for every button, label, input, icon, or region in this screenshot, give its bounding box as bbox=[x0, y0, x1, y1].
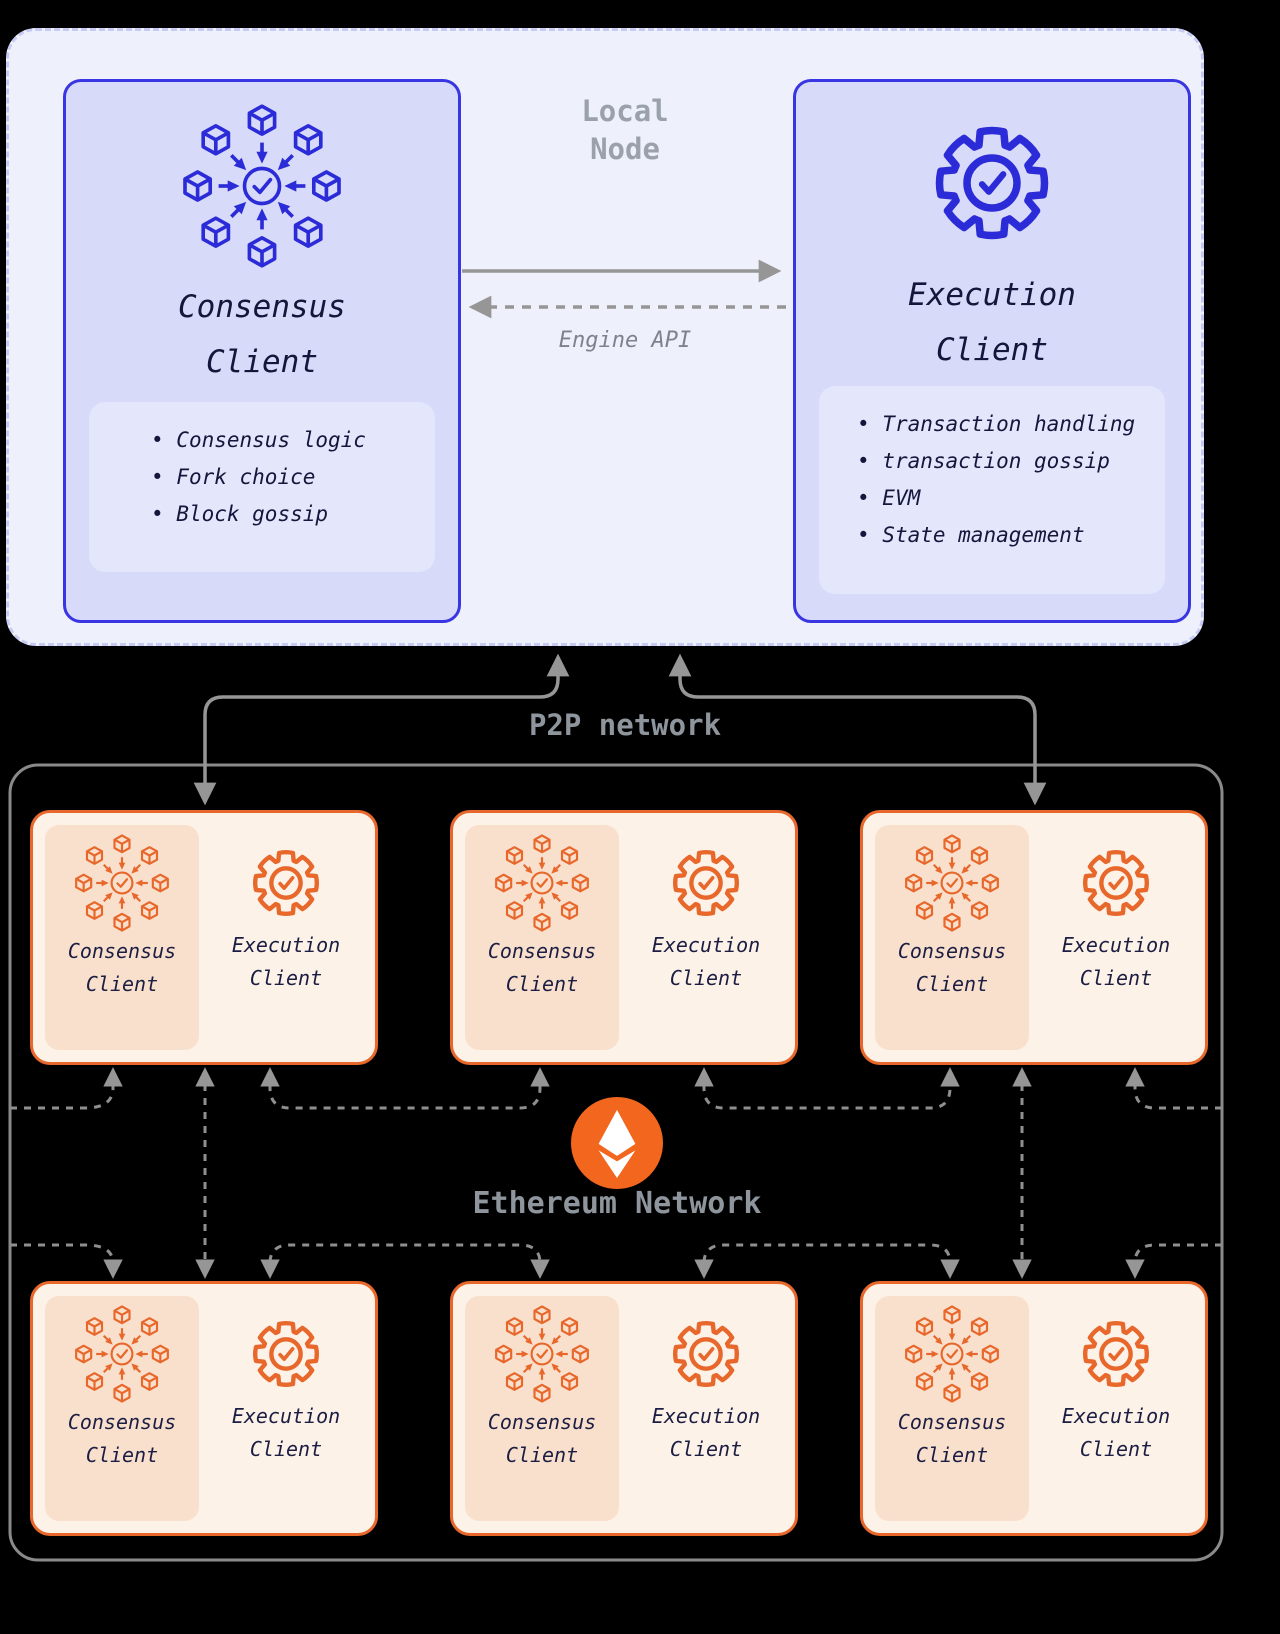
feature-item: Fork choice bbox=[151, 459, 435, 496]
peer-consensus-client: Consensus Client bbox=[45, 825, 199, 1050]
peer-execution-line1: Execution bbox=[651, 933, 761, 957]
consensus-client-box: Consensus Client Consensus logic Fork ch… bbox=[63, 79, 461, 623]
peer-execution-client: Execution Client bbox=[209, 1296, 363, 1521]
peer-consensus-label: Consensus Client bbox=[68, 935, 176, 1001]
p2p-network-label: P2P network bbox=[528, 708, 722, 742]
local-node-container: Consensus Client Consensus logic Fork ch… bbox=[6, 28, 1204, 646]
peer-consensus-line1: Consensus bbox=[67, 1410, 177, 1434]
feature-item: Consensus logic bbox=[151, 422, 435, 459]
peer-consensus-client: Consensus Client bbox=[875, 825, 1029, 1050]
peer-consensus-client: Consensus Client bbox=[465, 1296, 619, 1521]
execution-gear-icon bbox=[662, 839, 750, 927]
peer-consensus-client: Consensus Client bbox=[875, 1296, 1029, 1521]
consensus-network-icon bbox=[178, 102, 346, 270]
peer-execution-line1: Execution bbox=[651, 1404, 761, 1428]
feature-item: EVM bbox=[857, 480, 1165, 517]
execution-client-title: Execution Client bbox=[796, 268, 1188, 378]
peer-execution-client: Execution Client bbox=[1039, 1296, 1193, 1521]
peer-consensus-line2: Client bbox=[915, 1443, 989, 1467]
peer-consensus-client: Consensus Client bbox=[465, 825, 619, 1050]
peer-execution-line2: Client bbox=[669, 966, 743, 990]
peer-execution-line1: Execution bbox=[231, 1404, 341, 1428]
execution-title-line2: Client bbox=[936, 332, 1048, 368]
peer-node-6: Consensus Client Execution Client bbox=[860, 1281, 1208, 1536]
peer-consensus-label: Consensus Client bbox=[68, 1406, 176, 1472]
peer-execution-line1: Execution bbox=[1061, 933, 1171, 957]
peer-consensus-line2: Client bbox=[915, 972, 989, 996]
local-node-label-line1: Local bbox=[581, 94, 669, 128]
consensus-network-icon bbox=[72, 1304, 172, 1404]
ethereum-logo bbox=[571, 1097, 663, 1189]
peer-execution-label: Execution Client bbox=[652, 929, 760, 995]
consensus-title-line2: Client bbox=[206, 344, 318, 380]
consensus-network-icon bbox=[902, 1304, 1002, 1404]
peer-node-2: Consensus Client Execution Client bbox=[450, 810, 798, 1065]
peer-node-3: Consensus Client Execution Client bbox=[860, 810, 1208, 1065]
execution-feature-list: Transaction handling transaction gossip … bbox=[819, 406, 1165, 554]
execution-gear-icon bbox=[1072, 839, 1160, 927]
peer-execution-line2: Client bbox=[1079, 1437, 1153, 1461]
peer-execution-client: Execution Client bbox=[629, 825, 783, 1050]
peer-consensus-line1: Consensus bbox=[897, 1410, 1007, 1434]
execution-gear-icon bbox=[917, 108, 1067, 258]
consensus-client-title: Consensus Client bbox=[66, 280, 458, 390]
consensus-title-line1: Consensus bbox=[178, 289, 346, 325]
peer-consensus-line1: Consensus bbox=[67, 939, 177, 963]
peer-consensus-client: Consensus Client bbox=[45, 1296, 199, 1521]
feature-item: State management bbox=[857, 517, 1165, 554]
peer-execution-label: Execution Client bbox=[1062, 929, 1170, 995]
peer-consensus-line2: Client bbox=[505, 972, 579, 996]
consensus-network-icon bbox=[902, 833, 1002, 933]
peer-consensus-label: Consensus Client bbox=[898, 1406, 1006, 1472]
feature-item: transaction gossip bbox=[857, 443, 1165, 480]
peer-node-4: Consensus Client Execution Client bbox=[30, 1281, 378, 1536]
peer-execution-line2: Client bbox=[669, 1437, 743, 1461]
feature-item: Transaction handling bbox=[857, 406, 1165, 443]
peer-consensus-label: Consensus Client bbox=[898, 935, 1006, 1001]
consensus-feature-list: Consensus logic Fork choice Block gossip bbox=[89, 422, 435, 533]
peer-consensus-line2: Client bbox=[85, 1443, 159, 1467]
peer-execution-label: Execution Client bbox=[232, 1400, 340, 1466]
engine-api-label: Engine API bbox=[558, 328, 692, 353]
peer-execution-label: Execution Client bbox=[652, 1400, 760, 1466]
peer-execution-line2: Client bbox=[249, 966, 323, 990]
peer-execution-line2: Client bbox=[249, 1437, 323, 1461]
execution-gear-icon bbox=[242, 839, 330, 927]
peer-consensus-line1: Consensus bbox=[897, 939, 1007, 963]
peer-execution-client: Execution Client bbox=[629, 1296, 783, 1521]
consensus-network-icon bbox=[492, 833, 592, 933]
peer-consensus-line1: Consensus bbox=[487, 939, 597, 963]
execution-client-box: Execution Client Transaction handling tr… bbox=[793, 79, 1191, 623]
peer-consensus-line2: Client bbox=[85, 972, 159, 996]
local-node-label: Local Node bbox=[500, 92, 750, 168]
consensus-network-icon bbox=[492, 1304, 592, 1404]
peer-consensus-label: Consensus Client bbox=[488, 1406, 596, 1472]
peer-node-1: Consensus Client Execution Client bbox=[30, 810, 378, 1065]
execution-title-line1: Execution bbox=[908, 277, 1076, 313]
peer-consensus-label: Consensus Client bbox=[488, 935, 596, 1001]
consensus-feature-panel: Consensus logic Fork choice Block gossip bbox=[89, 402, 435, 572]
peer-execution-label: Execution Client bbox=[1062, 1400, 1170, 1466]
execution-feature-panel: Transaction handling transaction gossip … bbox=[819, 386, 1165, 594]
peer-consensus-line2: Client bbox=[505, 1443, 579, 1467]
ethereum-diamond-icon bbox=[598, 1109, 636, 1178]
execution-gear-icon bbox=[662, 1310, 750, 1398]
peer-execution-line1: Execution bbox=[231, 933, 341, 957]
peer-execution-client: Execution Client bbox=[209, 825, 363, 1050]
peer-execution-line1: Execution bbox=[1061, 1404, 1171, 1428]
peer-execution-line2: Client bbox=[1079, 966, 1153, 990]
execution-gear-icon bbox=[1072, 1310, 1160, 1398]
peer-execution-label: Execution Client bbox=[232, 929, 340, 995]
ethereum-network-label: Ethereum Network bbox=[472, 1186, 762, 1221]
peer-node-5: Consensus Client Execution Client bbox=[450, 1281, 798, 1536]
local-node-label-line2: Node bbox=[590, 132, 660, 166]
feature-item: Block gossip bbox=[151, 496, 435, 533]
peer-consensus-line1: Consensus bbox=[487, 1410, 597, 1434]
peer-execution-client: Execution Client bbox=[1039, 825, 1193, 1050]
consensus-network-icon bbox=[72, 833, 172, 933]
execution-gear-icon bbox=[242, 1310, 330, 1398]
